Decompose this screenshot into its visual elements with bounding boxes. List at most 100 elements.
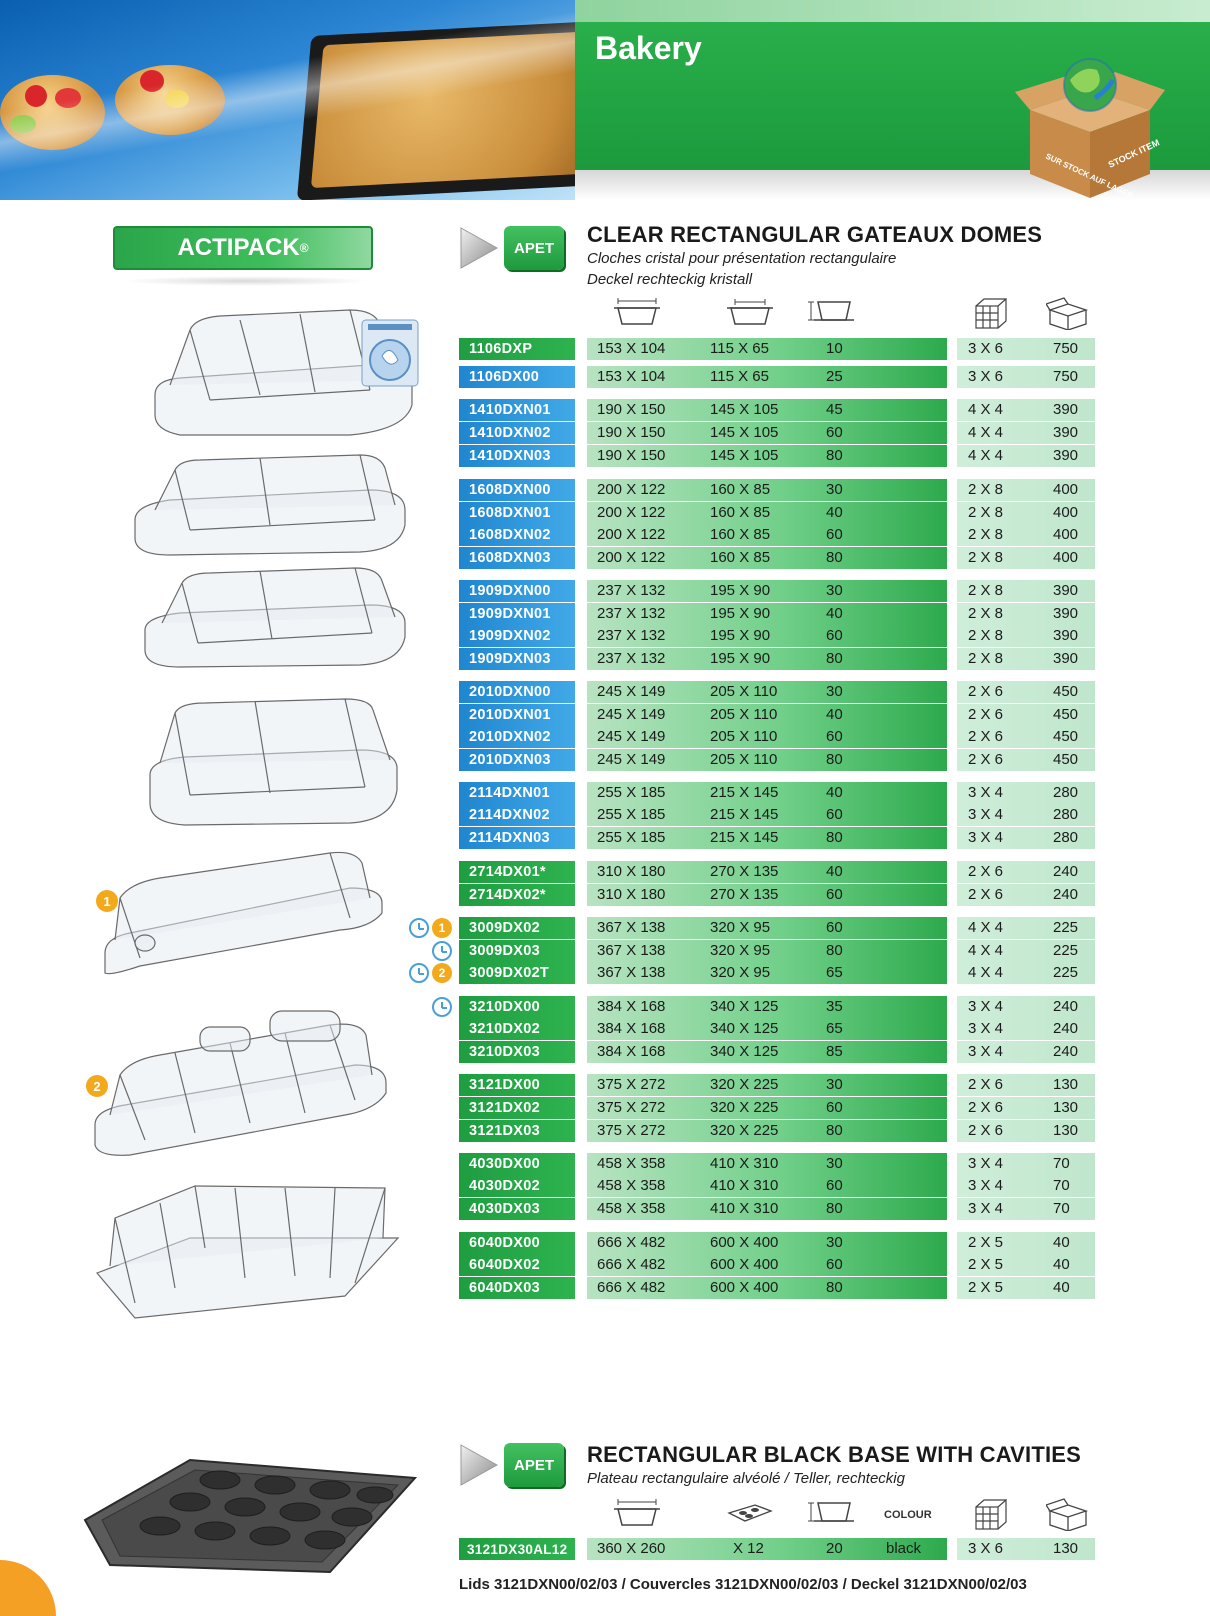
pack-layout: 3 X 4 xyxy=(968,998,1004,1015)
row-pack-band xyxy=(957,524,1095,546)
table-row[interactable]: 3121DX30AL12 360 X 260 X 12 20 black 3 X… xyxy=(0,1538,1210,1560)
row-dimensions-band xyxy=(587,1254,947,1276)
pack-layout: 2 X 5 xyxy=(968,1279,1004,1296)
carton-qty: 70 xyxy=(1053,1177,1070,1194)
outer-size: 245 X 149 xyxy=(597,728,666,745)
height: 85 xyxy=(826,1043,843,1060)
product-code: 1106DX00 xyxy=(459,366,575,388)
row-pack-band xyxy=(957,625,1095,647)
carton-qty: 390 xyxy=(1053,650,1079,667)
product-code: 3210DX03 xyxy=(459,1041,575,1063)
section-title: CLEAR RECTANGULAR GATEAUX DOMES xyxy=(587,222,1043,247)
product-code: 1106DXP xyxy=(459,338,575,360)
height: 60 xyxy=(826,886,843,903)
carton-qty: 450 xyxy=(1053,683,1079,700)
row-pack-band xyxy=(957,1041,1095,1063)
product-code: 3009DX02T xyxy=(459,962,575,984)
row-dimensions-band xyxy=(587,524,947,546)
row-pack-band xyxy=(957,338,1095,360)
pack-layout-icon xyxy=(975,298,1007,329)
pack-layout: 2 X 6 xyxy=(968,751,1004,768)
carton-qty: 450 xyxy=(1053,706,1079,723)
outer-size-icon xyxy=(614,1499,660,1526)
outer-size: 375 X 272 xyxy=(597,1122,666,1139)
outer-size: 153 X 104 xyxy=(597,368,666,385)
outer-size: 237 X 132 xyxy=(597,627,666,644)
pack-layout: 3 X 6 xyxy=(968,368,1004,385)
clock-icon xyxy=(409,918,429,938)
row-pack-band xyxy=(957,1097,1095,1119)
outer-size: 200 X 122 xyxy=(597,481,666,498)
product-code: 1608DXN03 xyxy=(459,547,575,569)
row-dimensions-band xyxy=(587,1232,947,1254)
product-code: 2114DXN03 xyxy=(459,827,575,849)
row-pack-band xyxy=(957,1254,1095,1276)
inner-size-icon xyxy=(727,299,773,325)
pack-layout: 4 X 4 xyxy=(968,424,1004,441)
product-code: 2714DX02* xyxy=(459,884,575,906)
product-code: 1608DXN00 xyxy=(459,479,575,501)
section-subtitle-de: Deckel rechteckig kristall xyxy=(587,271,753,288)
inner-size: 160 X 85 xyxy=(710,526,771,543)
row-pack-band xyxy=(957,422,1095,444)
stock-box-icon: SUR STOCK AUF LAGER STOCK ITEM xyxy=(1015,58,1165,200)
row-dimensions-band xyxy=(587,749,947,771)
colour-header: COLOUR xyxy=(884,1509,932,1521)
inner-size: 320 X 95 xyxy=(710,919,771,936)
inner-size: 600 X 400 xyxy=(710,1256,779,1273)
row-marks: 1 xyxy=(409,918,452,938)
product-code: 1909DXN01 xyxy=(459,603,575,625)
inner-size: 115 X 65 xyxy=(710,368,769,385)
height: 30 xyxy=(826,683,843,700)
inner-size: 215 X 145 xyxy=(710,829,779,846)
product-badge: 2 xyxy=(432,963,452,983)
outer-size-icon xyxy=(614,298,660,325)
dome-drawing-1106 xyxy=(154,309,413,436)
outer-size: 245 X 149 xyxy=(597,706,666,723)
row-pack-band xyxy=(957,1175,1095,1197)
row-pack-band xyxy=(957,445,1095,467)
pack-layout: 3 X 4 xyxy=(968,1155,1004,1172)
carton-qty: 400 xyxy=(1053,481,1079,498)
row-pack-band xyxy=(957,1538,1095,1560)
row-pack-band xyxy=(957,603,1095,625)
carton-qty: 40 xyxy=(1053,1256,1070,1273)
